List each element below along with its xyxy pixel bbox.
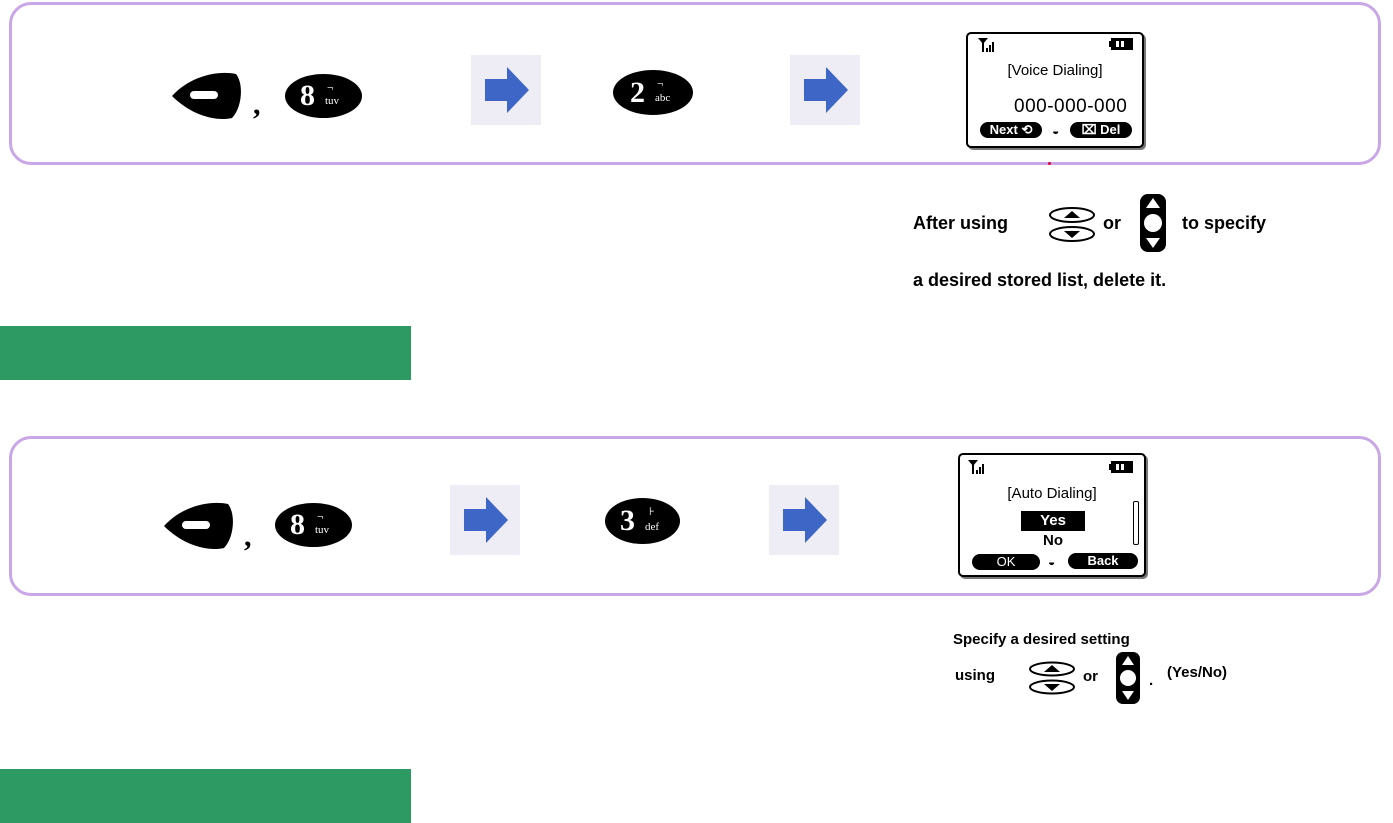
instruction-options: (Yes/No): [1167, 664, 1227, 681]
soft-key-label: Back: [1087, 553, 1118, 568]
key-mark: ¬: [657, 79, 663, 90]
key-letters: tuv: [325, 96, 339, 107]
key-mark: ¬: [317, 512, 323, 523]
next-step-arrow-icon: [790, 55, 860, 125]
key-8-icon: 8 tuv ¬: [275, 503, 352, 547]
nav-key-icon: ◒: [1052, 124, 1059, 138]
navigation-key-icon: [1116, 652, 1140, 709]
instruction-text: Specify a desired setting: [953, 631, 1130, 648]
key-3-icon: 3 def ⊦: [605, 498, 680, 544]
navigation-key-icon: [1140, 194, 1166, 257]
key-letters: def: [645, 522, 659, 533]
key-digit: 8: [290, 510, 305, 540]
section-heading-bar: [0, 326, 411, 380]
next-step-arrow-icon: [769, 485, 839, 555]
nav-key-icon: ◒: [1048, 555, 1055, 569]
option-no[interactable]: No: [1021, 532, 1085, 549]
section-heading-bar: [0, 769, 411, 823]
soft-key-back[interactable]: Back: [1068, 553, 1138, 569]
instruction-dot: .: [1149, 672, 1153, 689]
soft-key-label: OK: [997, 554, 1016, 569]
instruction-text: After using: [913, 213, 1008, 234]
up-down-key-icon: [1048, 206, 1096, 247]
next-step-arrow-icon: [450, 485, 520, 555]
instruction-text: a desired stored list, delete it.: [913, 270, 1166, 291]
signal-strength-icon: [968, 460, 988, 479]
option-yes-selected[interactable]: Yes: [1021, 511, 1085, 531]
screen-title: [Voice Dialing]: [968, 62, 1142, 79]
soft-key-label: Next: [990, 122, 1018, 137]
key-mark: ⊦: [649, 507, 655, 518]
key-digit: 2: [630, 78, 645, 108]
menu-key-icon: [170, 70, 242, 122]
battery-icon: [1109, 460, 1133, 478]
battery-icon: [1109, 37, 1133, 55]
next-step-arrow-icon: [471, 55, 541, 125]
red-marker-dot: [1048, 162, 1051, 165]
key-separator-comma: ,: [244, 520, 252, 554]
soft-key-ok[interactable]: OK: [972, 554, 1040, 570]
key-2-icon: 2 abc ¬: [613, 70, 693, 115]
key-separator-comma: ,: [253, 88, 261, 122]
instruction-text: to specify: [1182, 213, 1266, 234]
key-letters: abc: [655, 93, 670, 104]
key-digit: 3: [620, 506, 635, 536]
soft-key-next[interactable]: Next ⟲: [980, 122, 1042, 138]
soft-key-label: Del: [1100, 122, 1120, 137]
menu-key-icon: [162, 500, 234, 552]
key-digit: 8: [300, 81, 315, 111]
stored-number: 000-000-000: [1014, 96, 1127, 118]
instruction-or: or: [1103, 213, 1121, 234]
soft-key-del[interactable]: ⌧ Del: [1070, 122, 1132, 138]
phone-screen-voice-dialing: [Voice Dialing] 000-000-000 Next ⟲ ◒ ⌧ D…: [966, 32, 1144, 148]
signal-strength-icon: [978, 38, 998, 57]
key-mark: ¬: [327, 83, 333, 94]
instruction-using: using: [955, 667, 995, 684]
key-letters: tuv: [315, 525, 329, 536]
up-down-key-icon: [1028, 661, 1076, 700]
scrollbar[interactable]: [1133, 501, 1139, 545]
phone-screen-auto-dialing: [Auto Dialing] Yes No OK ◒ Back: [958, 453, 1146, 577]
instruction-or: or: [1083, 668, 1098, 685]
screen-title: [Auto Dialing]: [960, 485, 1144, 502]
key-8-icon: 8 tuv ¬: [285, 74, 362, 118]
